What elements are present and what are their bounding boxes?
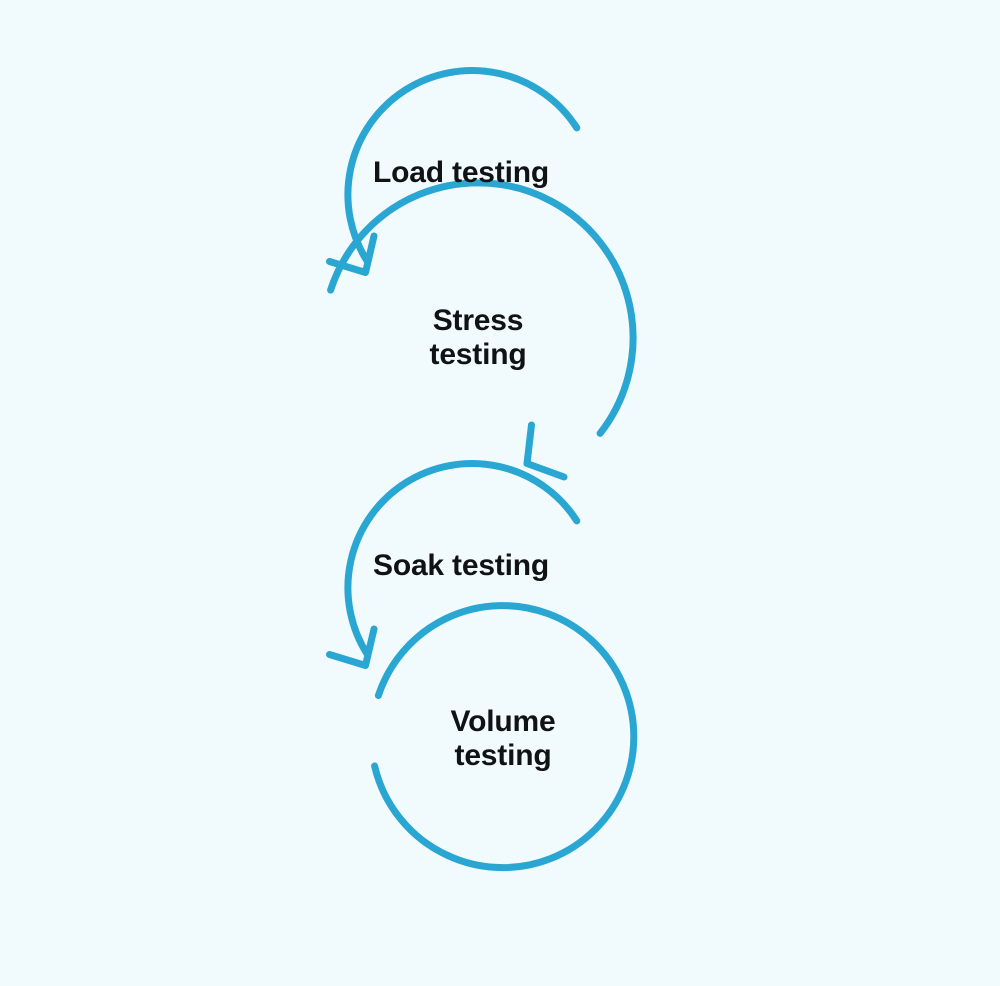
step-label-load-testing: Load testing [373, 156, 549, 189]
arrowhead-stress-testing [523, 421, 568, 481]
step-label-soak-testing: Soak testing [373, 549, 549, 582]
arc-path-volume-testing-lower [371, 762, 452, 859]
arrowhead-soak-testing [326, 625, 378, 669]
step-label-stress-testing: Stress testing [429, 304, 527, 371]
arc-path-stress-testing [327, 179, 637, 437]
arc-stress-testing [327, 179, 637, 481]
arc-path-volume-testing-upper [374, 602, 638, 872]
arrowhead-load-testing [326, 232, 378, 276]
step-label-volume-testing: Volume testing [450, 705, 556, 772]
arc-path-load-testing [344, 67, 581, 265]
arc-volume-testing [371, 602, 638, 872]
arc-soak-testing [326, 460, 581, 669]
arc-path-soak-testing [344, 460, 581, 658]
